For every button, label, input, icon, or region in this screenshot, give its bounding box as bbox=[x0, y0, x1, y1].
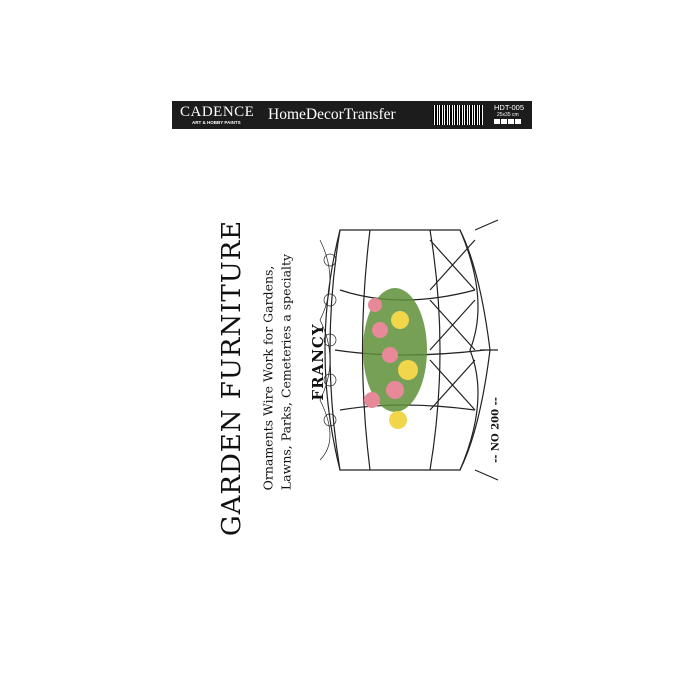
product-code: HDT-005 bbox=[494, 103, 525, 112]
flower-arrangement bbox=[363, 288, 427, 429]
product-line: HomeDecorTransfer bbox=[268, 106, 396, 123]
social-icon bbox=[508, 119, 514, 124]
social-icons bbox=[494, 119, 521, 124]
brand-logo: CADENCE bbox=[180, 104, 255, 120]
wire-basket-illustration bbox=[319, 219, 499, 481]
header-bar: CADENCE ART & HOBBY PAINTS HomeDecorTran… bbox=[172, 101, 532, 129]
product-size: 25x35 cm bbox=[497, 112, 519, 118]
barcode bbox=[433, 105, 483, 125]
social-icon bbox=[501, 119, 507, 124]
design-subtitle-2: Lawns, Parks, Cemeteries a specialty bbox=[278, 253, 294, 491]
design-title: GARDEN FURNITURE bbox=[217, 219, 247, 537]
transfer-sheet bbox=[170, 100, 532, 600]
brand-tagline: ART & HOBBY PAINTS bbox=[192, 120, 241, 125]
wire-basket bbox=[319, 219, 499, 481]
design-subtitle-1: Ornaments Wire Work for Gardens, bbox=[260, 265, 276, 491]
social-icon bbox=[494, 119, 500, 124]
social-icon bbox=[515, 119, 521, 124]
